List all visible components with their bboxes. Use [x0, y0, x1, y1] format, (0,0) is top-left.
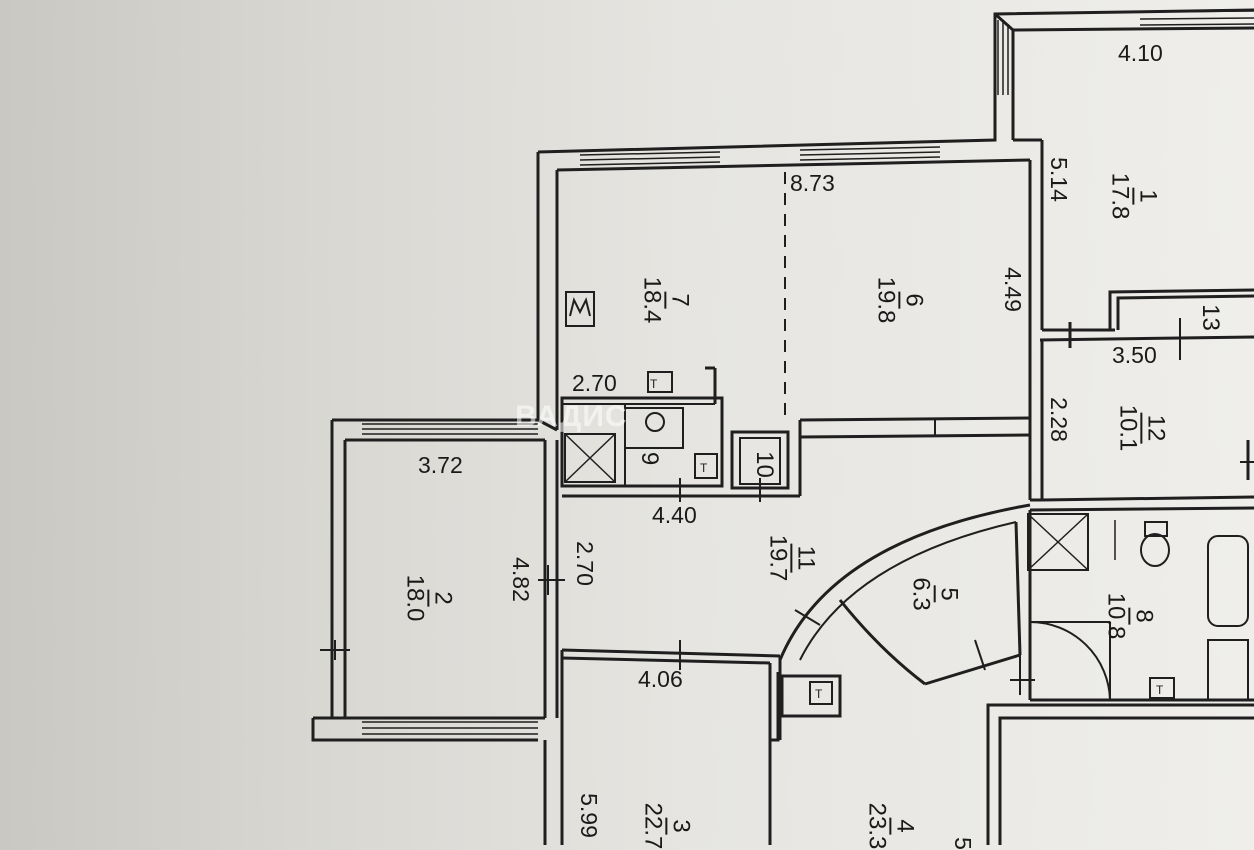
- room-number: 9: [636, 451, 664, 466]
- room-1-label: 1 17.8: [1106, 172, 1162, 220]
- dim-8-73: 8.73: [790, 170, 835, 196]
- dim-5-14: 5.14: [1045, 157, 1072, 202]
- room-number: 1: [1132, 187, 1162, 205]
- dim-4-49: 4.49: [999, 267, 1026, 312]
- room-9-fixture-label: T: [650, 377, 658, 391]
- room-12-label: 12 10.1: [1114, 404, 1170, 452]
- dim-5-99: 5.99: [575, 793, 602, 838]
- room-2-label: 2 18.0: [401, 574, 457, 622]
- room-7-label: 7 18.4: [638, 276, 694, 324]
- room-number: 5: [933, 585, 963, 603]
- dim-4-06: 4.06: [638, 666, 683, 692]
- dim-2-70-top: 2.70: [572, 370, 617, 396]
- room-4-label: 4 23.3: [863, 802, 919, 850]
- room-number: 13: [1196, 304, 1224, 331]
- dim-5-partial: 5: [949, 837, 976, 850]
- room-9-fixture-label-2: T: [700, 461, 708, 475]
- dim-2-70-left: 2.70: [571, 541, 598, 586]
- dim-2-28: 2.28: [1045, 397, 1072, 442]
- room-area: 22.7: [639, 802, 667, 850]
- dim-3-50: 3.50: [1112, 342, 1157, 368]
- room-5-label: 5 6.3: [907, 577, 963, 611]
- room-number: 8: [1128, 607, 1158, 625]
- outer-wall-top: [537, 100, 997, 154]
- room-number: 3: [665, 817, 695, 835]
- room-number: 2: [427, 589, 457, 607]
- room-10-label: 10: [750, 449, 778, 480]
- room-9-label: 9: [636, 450, 664, 467]
- room-13-label: 13: [1196, 302, 1224, 333]
- room-number: 4: [889, 817, 919, 835]
- room-number: 6: [898, 291, 928, 309]
- room-area: 19.8: [872, 276, 900, 324]
- room-11-label: 11 19.7: [764, 534, 820, 582]
- dim-4-82: 4.82: [507, 557, 534, 602]
- room-area: 10.8: [1102, 592, 1130, 640]
- dim-3-72: 3.72: [418, 452, 463, 478]
- watermark: ВАДИС: [515, 400, 628, 433]
- room-area: 23.3: [863, 802, 891, 850]
- room-number: 12: [1140, 412, 1170, 444]
- room-3-label: 3 22.7: [639, 802, 695, 850]
- room-area: 18.0: [401, 574, 429, 622]
- dim-4-10: 4.10: [1118, 40, 1163, 66]
- room-8-fixture-label: T: [1156, 683, 1164, 697]
- room-area: 19.7: [764, 534, 792, 582]
- room-area: 17.8: [1106, 172, 1134, 220]
- room-area: 18.4: [638, 276, 666, 324]
- room-number: 10: [750, 451, 778, 478]
- room-4-fixture-label: T: [815, 687, 823, 701]
- room-number: 7: [664, 291, 694, 309]
- dim-4-40: 4.40: [652, 502, 697, 528]
- room-8-label: 8 10.8: [1102, 592, 1158, 640]
- room-area: 10.1: [1114, 404, 1142, 452]
- room-6-label: 6 19.8: [872, 276, 928, 324]
- room-area: 6.3: [907, 577, 935, 611]
- room-number: 11: [790, 543, 820, 573]
